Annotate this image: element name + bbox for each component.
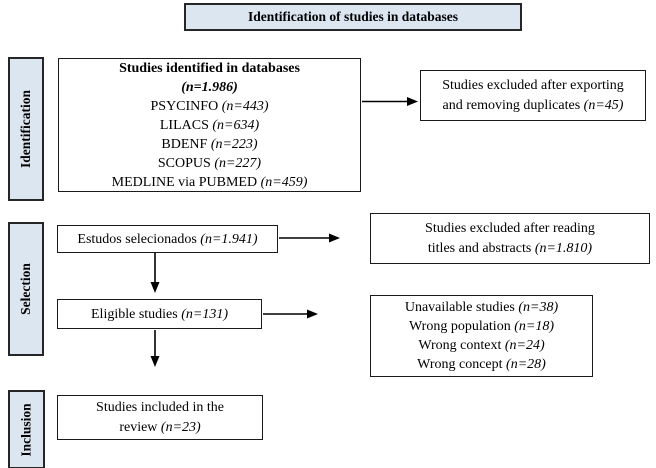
box-line: Wrong population (n=18) xyxy=(409,319,554,334)
box-studies-identified: Studies identified in databases (n=1.986)… xyxy=(58,58,361,192)
stage-label-selection: Selection xyxy=(8,222,44,356)
box-line: Studies excluded after reading xyxy=(425,220,595,236)
arrow-eligible-to-excluded xyxy=(263,309,318,319)
arrow-eligible-to-included xyxy=(150,330,160,367)
title-banner-label: Identification of studies in databases xyxy=(247,9,459,24)
box-excluded-titles-abstracts: Studies excluded after reading titles and… xyxy=(370,213,650,264)
box-line: SCOPUS (n=227) xyxy=(157,155,262,171)
arrow-selected-to-excluded xyxy=(279,233,340,243)
box-line: review (n=23) xyxy=(119,419,201,435)
box-line: Unavailable studies (n=38) xyxy=(404,300,559,315)
box-line: Wrong concept (n=28) xyxy=(417,357,546,372)
box-line: BDENF (n=223) xyxy=(161,136,258,152)
box-line: Wrong context (n=24) xyxy=(418,338,545,353)
box-line: LILACS (n=634) xyxy=(159,117,260,133)
title-banner: Identification of studies in databases xyxy=(184,3,522,31)
arrow-identified-to-excluded xyxy=(362,97,418,106)
box-line: Estudos selecionados (n=1.941) xyxy=(77,231,258,247)
box-line: MEDLINE via PUBMED (n=459) xyxy=(111,174,308,190)
stage-label-identification-text: Identification xyxy=(18,89,34,169)
box-excluded-duplicates: Studies excluded after exporting and remo… xyxy=(420,70,646,121)
stage-label-inclusion-text: Inclusion xyxy=(18,402,34,457)
arrow-selected-to-eligible xyxy=(150,253,160,293)
box-line: Eligible studies (n=131) xyxy=(91,306,228,322)
box-studies-included: Studies included in the review (n=23) xyxy=(57,395,263,440)
box-line: Studies excluded after exporting xyxy=(442,77,624,93)
box-line: and removing duplicates (n=45) xyxy=(442,97,624,113)
box-line: (n=1.986) xyxy=(181,79,238,95)
box-line: titles and abstracts (n=1.810) xyxy=(427,240,593,256)
stage-label-selection-text: Selection xyxy=(18,263,33,315)
box-line: Studies identified in databases xyxy=(119,60,300,76)
box-line: PSYCINFO (n=443) xyxy=(150,98,269,114)
box-eligible-studies: Eligible studies (n=131) xyxy=(57,299,262,329)
stage-label-identification: Identification xyxy=(8,57,44,201)
box-excluded-reasons: Unavailable studies (n=38) Wrong populati… xyxy=(370,295,593,377)
box-studies-selected: Estudos selecionados (n=1.941) xyxy=(57,225,278,253)
stage-label-inclusion: Inclusion xyxy=(8,390,45,468)
box-line: Studies included in the xyxy=(96,399,224,415)
